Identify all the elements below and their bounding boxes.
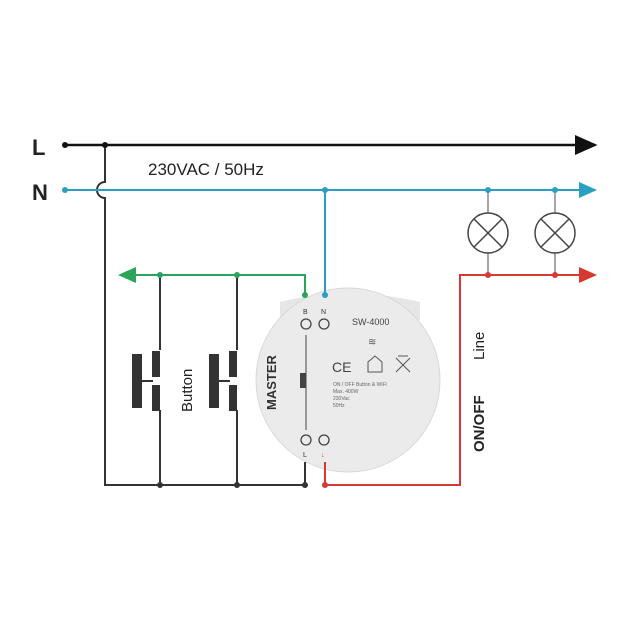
line-label: Line (471, 332, 488, 360)
module-model: SW-4000 (352, 317, 389, 327)
terminal-n: N (321, 309, 326, 316)
module-button-symbol (300, 373, 306, 388)
lamp-icon (467, 190, 509, 275)
switch-module: MASTER SW-4000 ≋ CE ON / OFF Button & Wi… (255, 287, 441, 473)
push-button-2 (209, 275, 244, 485)
button-label: Button (179, 369, 196, 412)
output-line (324, 267, 597, 486)
spec-line: Max. 400W (333, 389, 359, 395)
terminal-l: L (303, 452, 307, 459)
wifi-icon: ≋ (368, 337, 376, 348)
spec-line: 230Vac (333, 396, 350, 402)
weee-bin-icon (395, 355, 411, 373)
module-brand: MASTER (264, 355, 279, 411)
button-line (118, 267, 306, 295)
push-button-1 (132, 275, 167, 485)
supply-label: 230VAC / 50Hz (148, 160, 264, 179)
terminal-b: B (303, 309, 308, 316)
live-drop (96, 145, 306, 486)
indoor-use-icon (367, 355, 383, 373)
label-l: L (32, 135, 45, 160)
label-n: N (32, 180, 48, 205)
terminal-out: ↓ (321, 452, 325, 459)
lamp-icon (534, 190, 576, 275)
spec-line: ON / OFF Button & WiFi (333, 382, 387, 388)
ce-mark: CE (332, 359, 351, 375)
on-off-label: ON/OFF (471, 395, 488, 452)
spec-line: 50Hz (333, 403, 345, 409)
